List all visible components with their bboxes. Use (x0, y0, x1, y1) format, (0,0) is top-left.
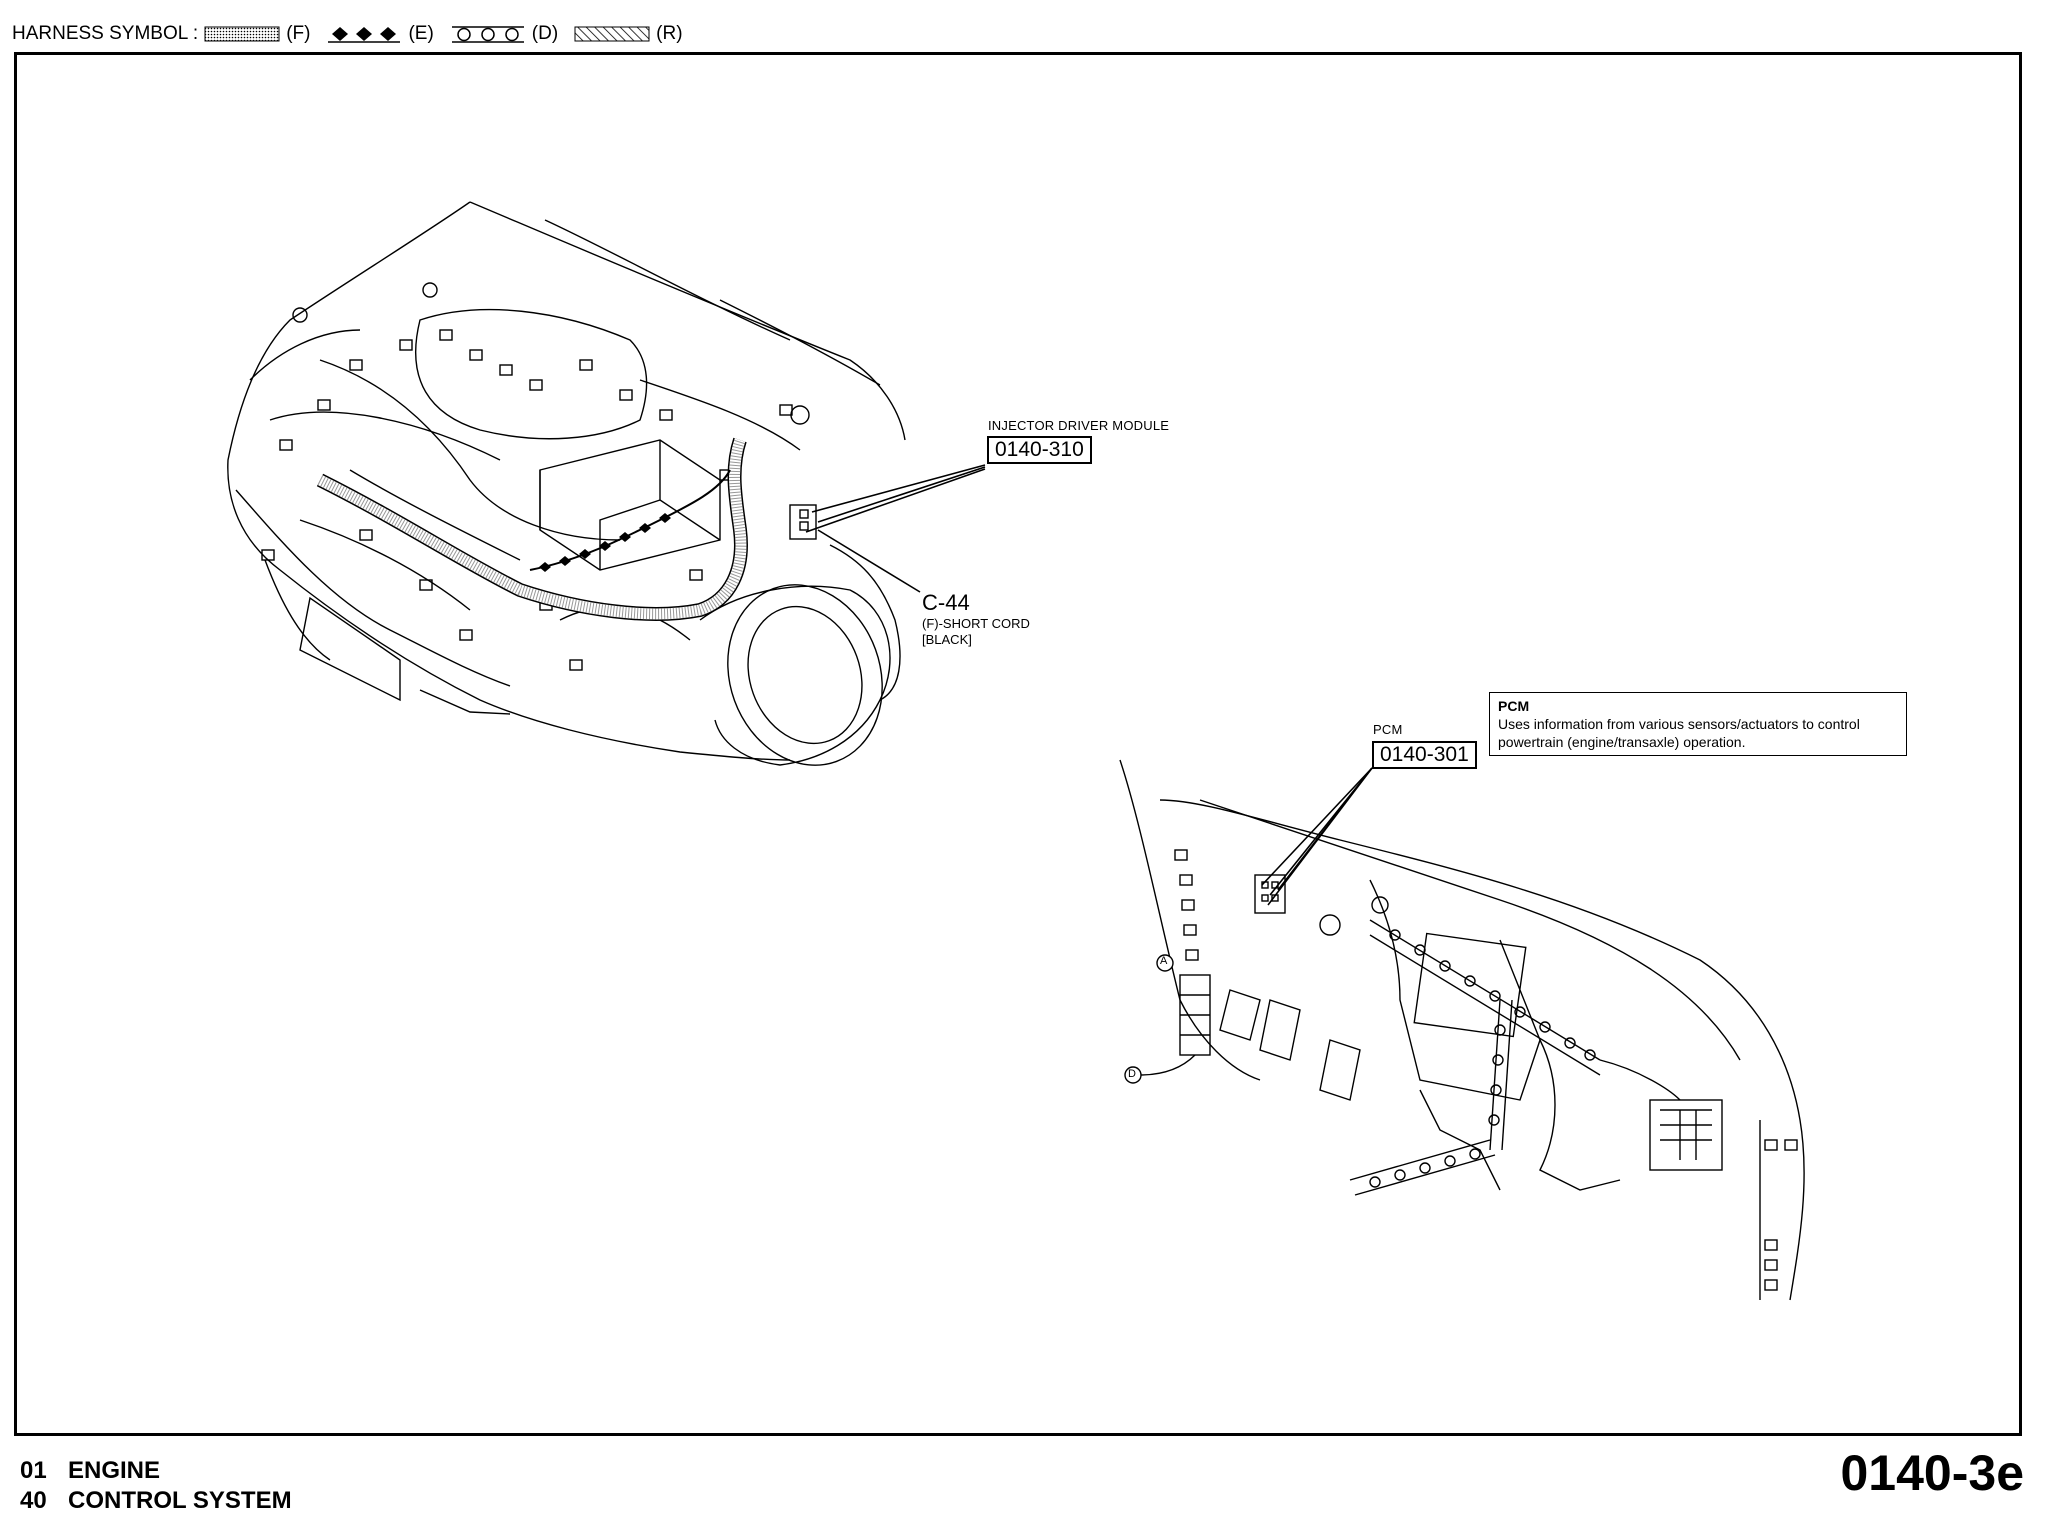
subsection-number: 40 (20, 1487, 47, 1514)
injector-driver-module-code[interactable]: 0140-310 (987, 436, 1092, 464)
dashboard-drawing (1119, 759, 1805, 1301)
harness-circles-d (1349, 919, 1601, 1196)
pcm-note-title: PCM (1498, 698, 1530, 714)
marker-a-circle (1156, 954, 1174, 972)
diamond-symbol-icon (328, 27, 401, 43)
legend-item-f: (F) (204, 23, 310, 45)
pcm-leader-lines (1261, 767, 1373, 906)
page-number: 0140-3e (1840, 1445, 2025, 1501)
c44-description: (F)-SHORT CORD (922, 616, 1030, 631)
section-row-control-system: 40 CONTROL SYSTEM (20, 1486, 292, 1516)
marker-d-circle (1124, 1066, 1142, 1084)
legend-code-r: (R) (656, 23, 683, 44)
diagram-frame (14, 52, 2022, 1436)
legend-item-d: (D) (450, 23, 558, 45)
c44-connector-code[interactable]: C-44 (922, 590, 970, 615)
harness-diamonds-e (539, 513, 671, 572)
legend-item-r: (R) (574, 23, 683, 45)
section-breadcrumb: 01 ENGINE 40 CONTROL SYSTEM (20, 1456, 292, 1516)
pcm-code[interactable]: 0140-301 (1372, 741, 1477, 769)
marker-a-label: A (1160, 955, 1168, 967)
harness-symbol-legend: HARNESS SYMBOL : (F) (E) (D) (R) (12, 18, 699, 50)
section-row-engine: 01 ENGINE (20, 1456, 292, 1486)
c44-color: [BLACK] (922, 632, 972, 647)
legend-code-f: (F) (286, 23, 311, 44)
injector-leader-lines (805, 464, 986, 593)
pcm-description-box: PCM Uses information from various sensor… (1489, 692, 1907, 756)
hatched-band-symbol-icon (574, 26, 650, 42)
harness-line-e (529, 469, 731, 571)
legend-code-d: (D) (531, 23, 559, 44)
section-title: ENGINE (68, 1457, 161, 1484)
circle-symbol-icon (451, 26, 524, 43)
dotted-band-symbol-icon (204, 26, 280, 42)
marker-d-label: D (1128, 1068, 1136, 1080)
c44-callout: C-44 (F)-SHORT CORD [BLACK] (922, 590, 1030, 648)
pcm-note-text: Uses information from various sensors/ac… (1498, 716, 1860, 750)
section-number: 01 (20, 1457, 47, 1484)
legend-item-e: (E) (326, 23, 434, 45)
legend-title: HARNESS SYMBOL : (12, 23, 199, 44)
pcm-label: PCM (1373, 722, 1403, 737)
injector-driver-module-label: INJECTOR DRIVER MODULE (988, 418, 1170, 433)
legend-code-e: (E) (408, 23, 434, 44)
engine-compartment-drawing (227, 201, 906, 766)
subsection-title: CONTROL SYSTEM (68, 1487, 292, 1514)
